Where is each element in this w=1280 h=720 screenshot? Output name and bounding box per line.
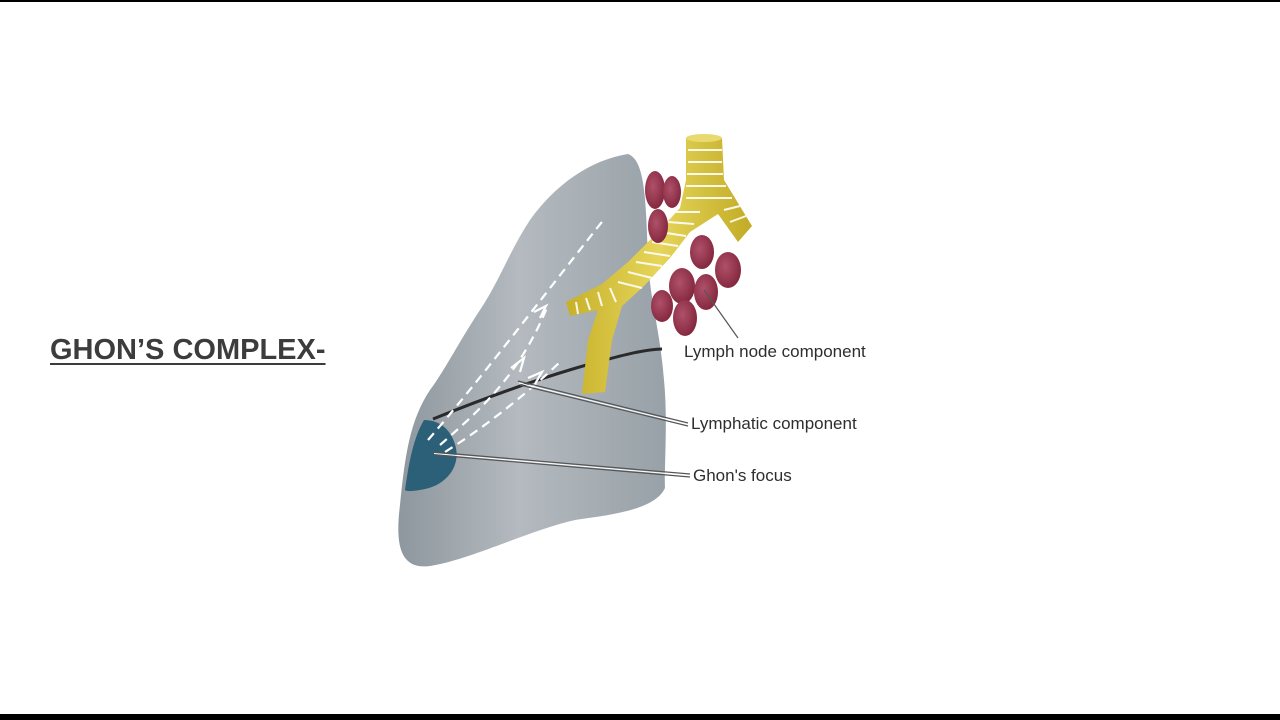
slide-title: GHON’S COMPLEX- xyxy=(50,334,326,366)
lymph-node xyxy=(715,252,741,288)
lymph-node xyxy=(648,209,668,243)
lymph-node xyxy=(651,290,673,322)
arrow-heads xyxy=(510,303,549,385)
lymph-node xyxy=(645,171,665,209)
label-lymph-node-component: Lymph node component xyxy=(684,342,866,361)
ghon-focus-lesion xyxy=(405,420,457,492)
leader-lines xyxy=(432,289,739,478)
label-ghon-focus: Ghon's focus xyxy=(693,466,792,485)
top-border xyxy=(0,0,1280,2)
lymph-node xyxy=(669,268,695,304)
label-lymphatic-component: Lymphatic component xyxy=(691,414,857,433)
lymph-node xyxy=(690,235,714,269)
bottom-border xyxy=(0,714,1280,720)
leader-lines-highlight xyxy=(433,382,691,476)
lung-shape xyxy=(398,154,666,567)
lymph-node xyxy=(663,176,681,208)
lymphatic-vessel xyxy=(432,347,663,421)
lymph-node xyxy=(673,300,697,336)
dashed-spread-arrows xyxy=(427,217,606,453)
